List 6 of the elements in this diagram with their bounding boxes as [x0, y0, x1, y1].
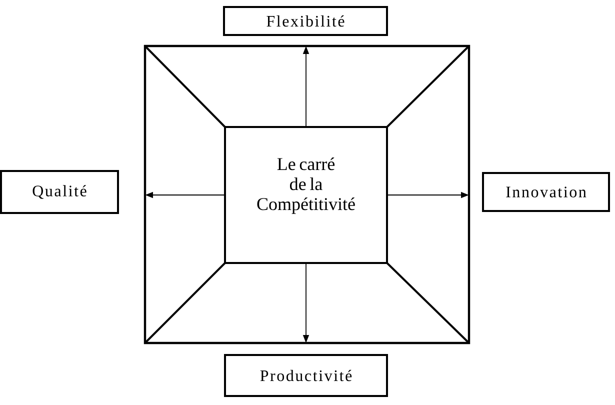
label-box: Productivité [224, 354, 388, 397]
label-box: Innovation [482, 172, 610, 212]
label-box: Qualité [0, 170, 119, 214]
label-box: Flexibilité [223, 6, 388, 36]
beveled-frame [144, 44, 470, 344]
center-box: Le carré de la Compétitivité [224, 126, 388, 264]
